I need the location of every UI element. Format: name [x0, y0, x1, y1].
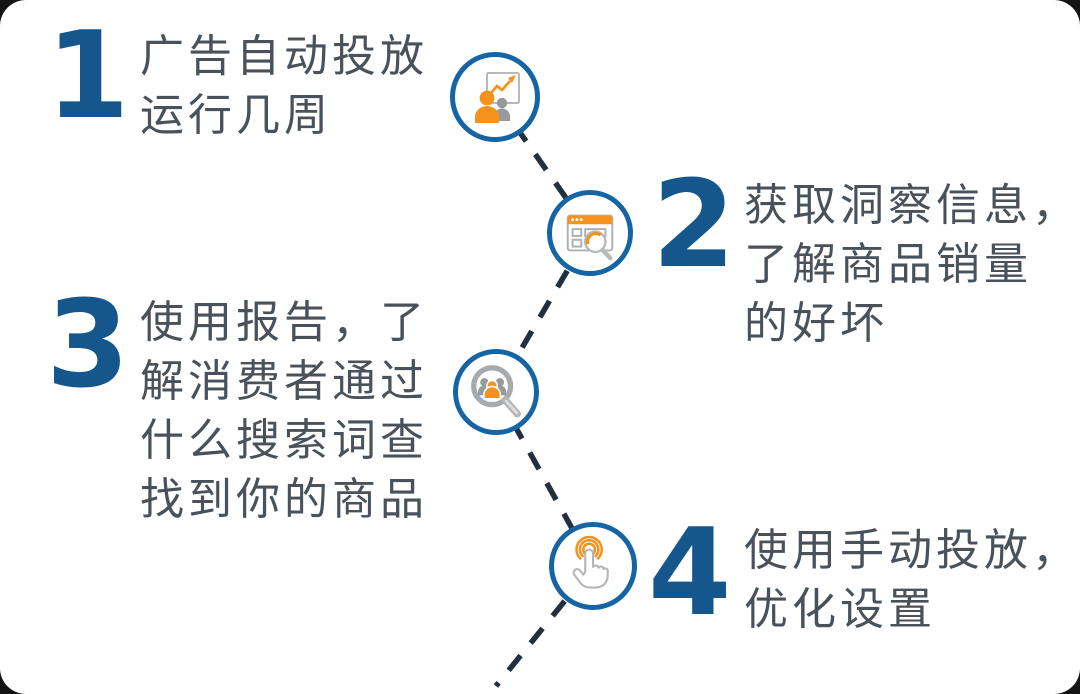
report-browser-search-icon	[547, 190, 633, 276]
step-1-number: 1	[46, 7, 130, 146]
step-3-text: 使用报告，了 解消费者通过 什么搜索词查 找到你的商品	[140, 298, 428, 524]
tap-hand-icon	[549, 522, 637, 610]
step-1-text: 广告自动投放 运行几周	[140, 32, 428, 140]
step-2-text: 获取洞察信息， 了解商品销量 的好坏	[744, 181, 1080, 348]
step-3-number: 3	[46, 276, 130, 415]
presentation-growth-chart-icon	[450, 52, 540, 142]
step-4-text: 使用手动投放， 优化设置	[744, 526, 1080, 634]
step-4-number: 4	[648, 504, 732, 643]
audience-magnifier-icon	[453, 349, 539, 435]
step-2-number: 2	[652, 156, 736, 295]
